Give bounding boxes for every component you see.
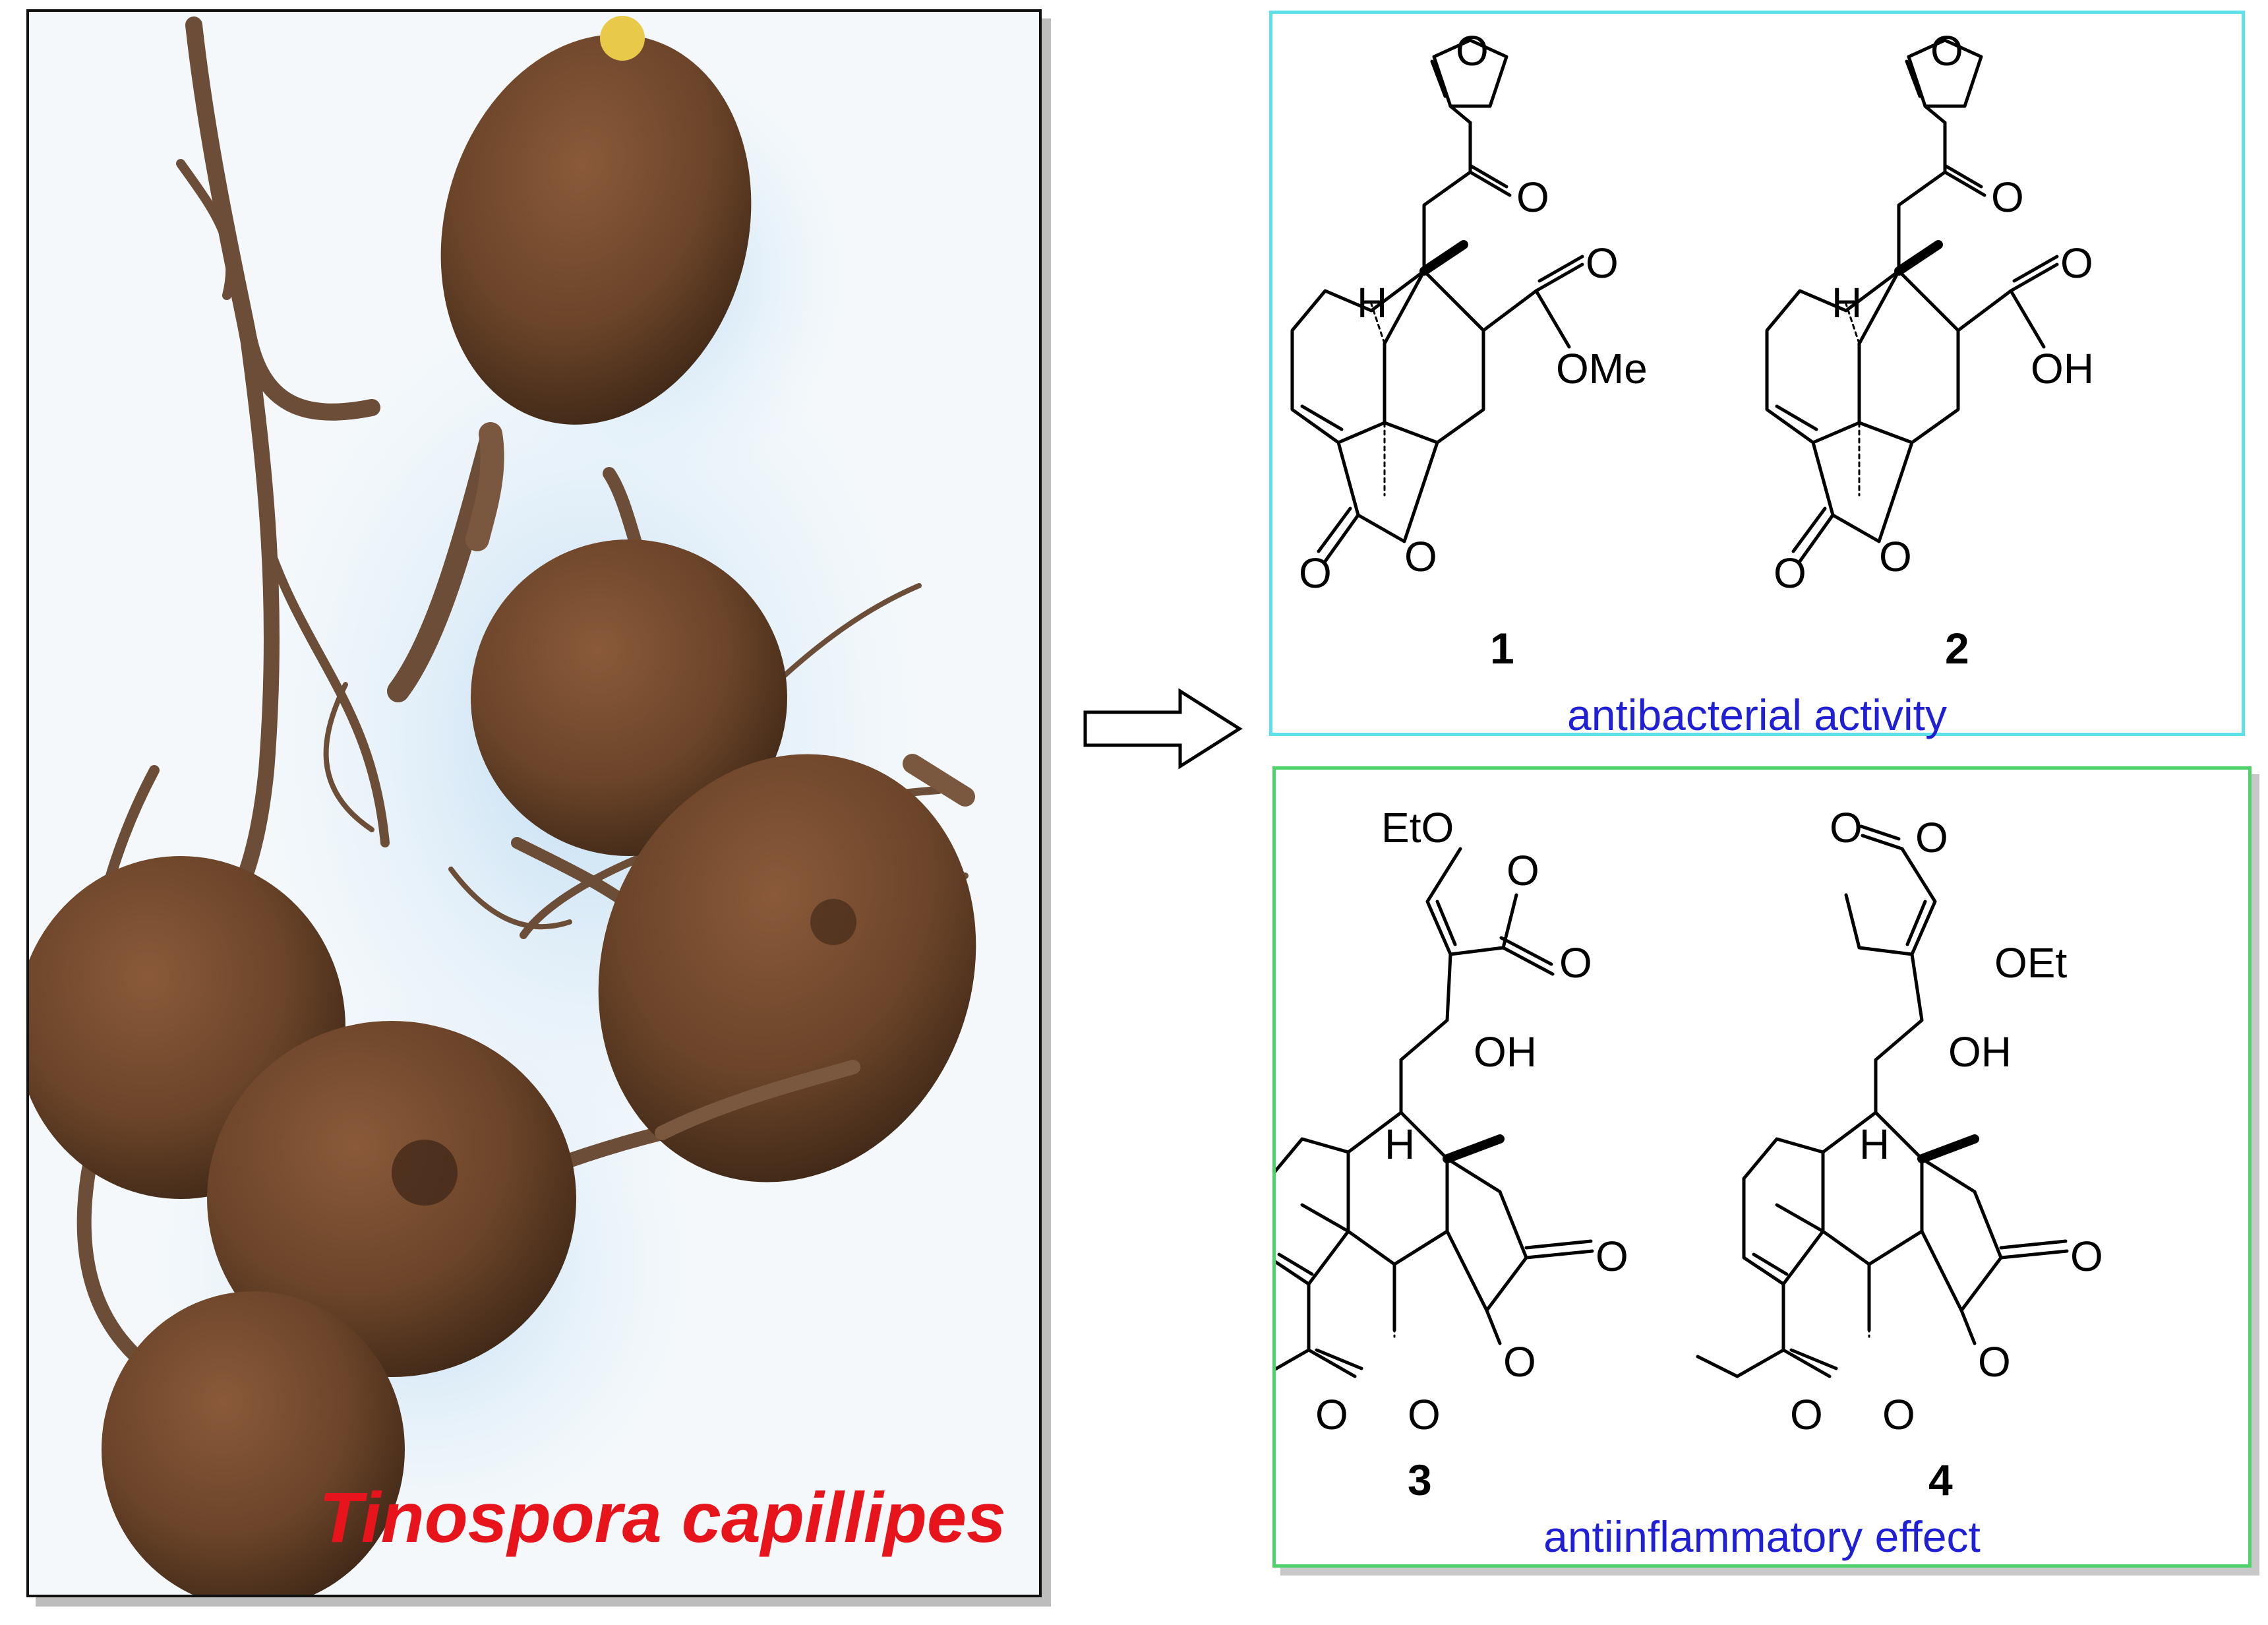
atom-label: O bbox=[1978, 1338, 2011, 1386]
atom-label: O bbox=[1507, 847, 1539, 894]
atom-label: H bbox=[1385, 1120, 1415, 1168]
atom-label: H bbox=[1832, 279, 1862, 326]
atom-label: H bbox=[1357, 279, 1387, 326]
atom-label: O bbox=[1790, 1391, 1823, 1438]
compound-number: 1 bbox=[1490, 624, 1514, 673]
compound-4-labels: O O OEt OH H O O O O 4 bbox=[1790, 804, 2103, 1504]
atom-label: O bbox=[1299, 549, 1332, 597]
atom-label: O bbox=[1503, 1338, 1536, 1386]
atom-label: OMe bbox=[1556, 345, 1648, 392]
tuber-photo bbox=[29, 12, 1039, 1595]
compound-number: 4 bbox=[1928, 1456, 1953, 1504]
atom-label: O bbox=[1882, 1391, 1915, 1438]
atom-label: O bbox=[2060, 239, 2093, 287]
species-label: Tinospora capillipes bbox=[318, 1477, 1006, 1557]
compounds-1-2-structures: O O H O OMe O O 1 O O H O OH O O 2 bbox=[1290, 27, 2094, 673]
compounds-3-4-structures: EtO O O OH H O O O O 3 O O OEt OH H O O … bbox=[1276, 804, 2103, 1504]
atom-label: O bbox=[1596, 1233, 1628, 1280]
right-arrow-icon bbox=[1083, 688, 1243, 770]
compound-4-structure bbox=[1696, 824, 2069, 1378]
atom-label: O bbox=[1456, 27, 1489, 75]
tuber-group bbox=[29, 16, 976, 1595]
atom-label: O bbox=[2070, 1233, 2103, 1280]
compound-3-structure bbox=[1276, 847, 1594, 1378]
compound-1-structure bbox=[1290, 38, 1584, 563]
antiinflammatory-compounds-box: EtO O O OH H O O O O 3 O O OEt OH H O O … bbox=[1272, 766, 2252, 1568]
atom-label: O bbox=[1404, 533, 1437, 580]
atom-label: O bbox=[1559, 939, 1592, 987]
atom-label: OEt bbox=[1994, 939, 2067, 987]
antibacterial-compounds-box: O O H O OMe O O 1 O O H O OH O O 2 antib… bbox=[1269, 11, 2245, 739]
atom-label: OH bbox=[2031, 345, 2094, 392]
atom-label: O bbox=[1774, 549, 1806, 597]
atom-label: O bbox=[1991, 173, 2024, 221]
atom-label: O bbox=[1879, 533, 1912, 580]
antiinflammatory-effect-label: antiinflammatory effect bbox=[1543, 1512, 1981, 1561]
atom-label: OH bbox=[1948, 1028, 2012, 1076]
compound-3-labels: EtO O O OH H O O O O 3 bbox=[1315, 804, 1628, 1504]
atom-label: O bbox=[1586, 239, 1619, 287]
atom-label: O bbox=[1830, 804, 1863, 851]
atom-label: O bbox=[1930, 27, 1963, 75]
plant-photo-panel: Tinospora capillipes bbox=[26, 9, 1042, 1597]
compound-2-structure bbox=[1765, 38, 2059, 563]
atom-label: O bbox=[1408, 1391, 1441, 1438]
atom-label: O bbox=[1915, 814, 1948, 861]
atom-label: O bbox=[1516, 173, 1549, 221]
compound-number: 2 bbox=[1945, 624, 1969, 673]
compound-number: 3 bbox=[1408, 1456, 1432, 1504]
antibacterial-activity-label: antibacterial activity bbox=[1567, 690, 1947, 739]
compound-2-labels: O O H O OH O O 2 bbox=[1774, 27, 2094, 673]
atom-label: EtO bbox=[1381, 804, 1454, 851]
compound-1-labels: O O H O OMe O O 1 bbox=[1299, 27, 1648, 673]
atom-label: H bbox=[1859, 1120, 1890, 1168]
atom-label: OH bbox=[1474, 1028, 1537, 1076]
atom-label: O bbox=[1315, 1391, 1348, 1438]
